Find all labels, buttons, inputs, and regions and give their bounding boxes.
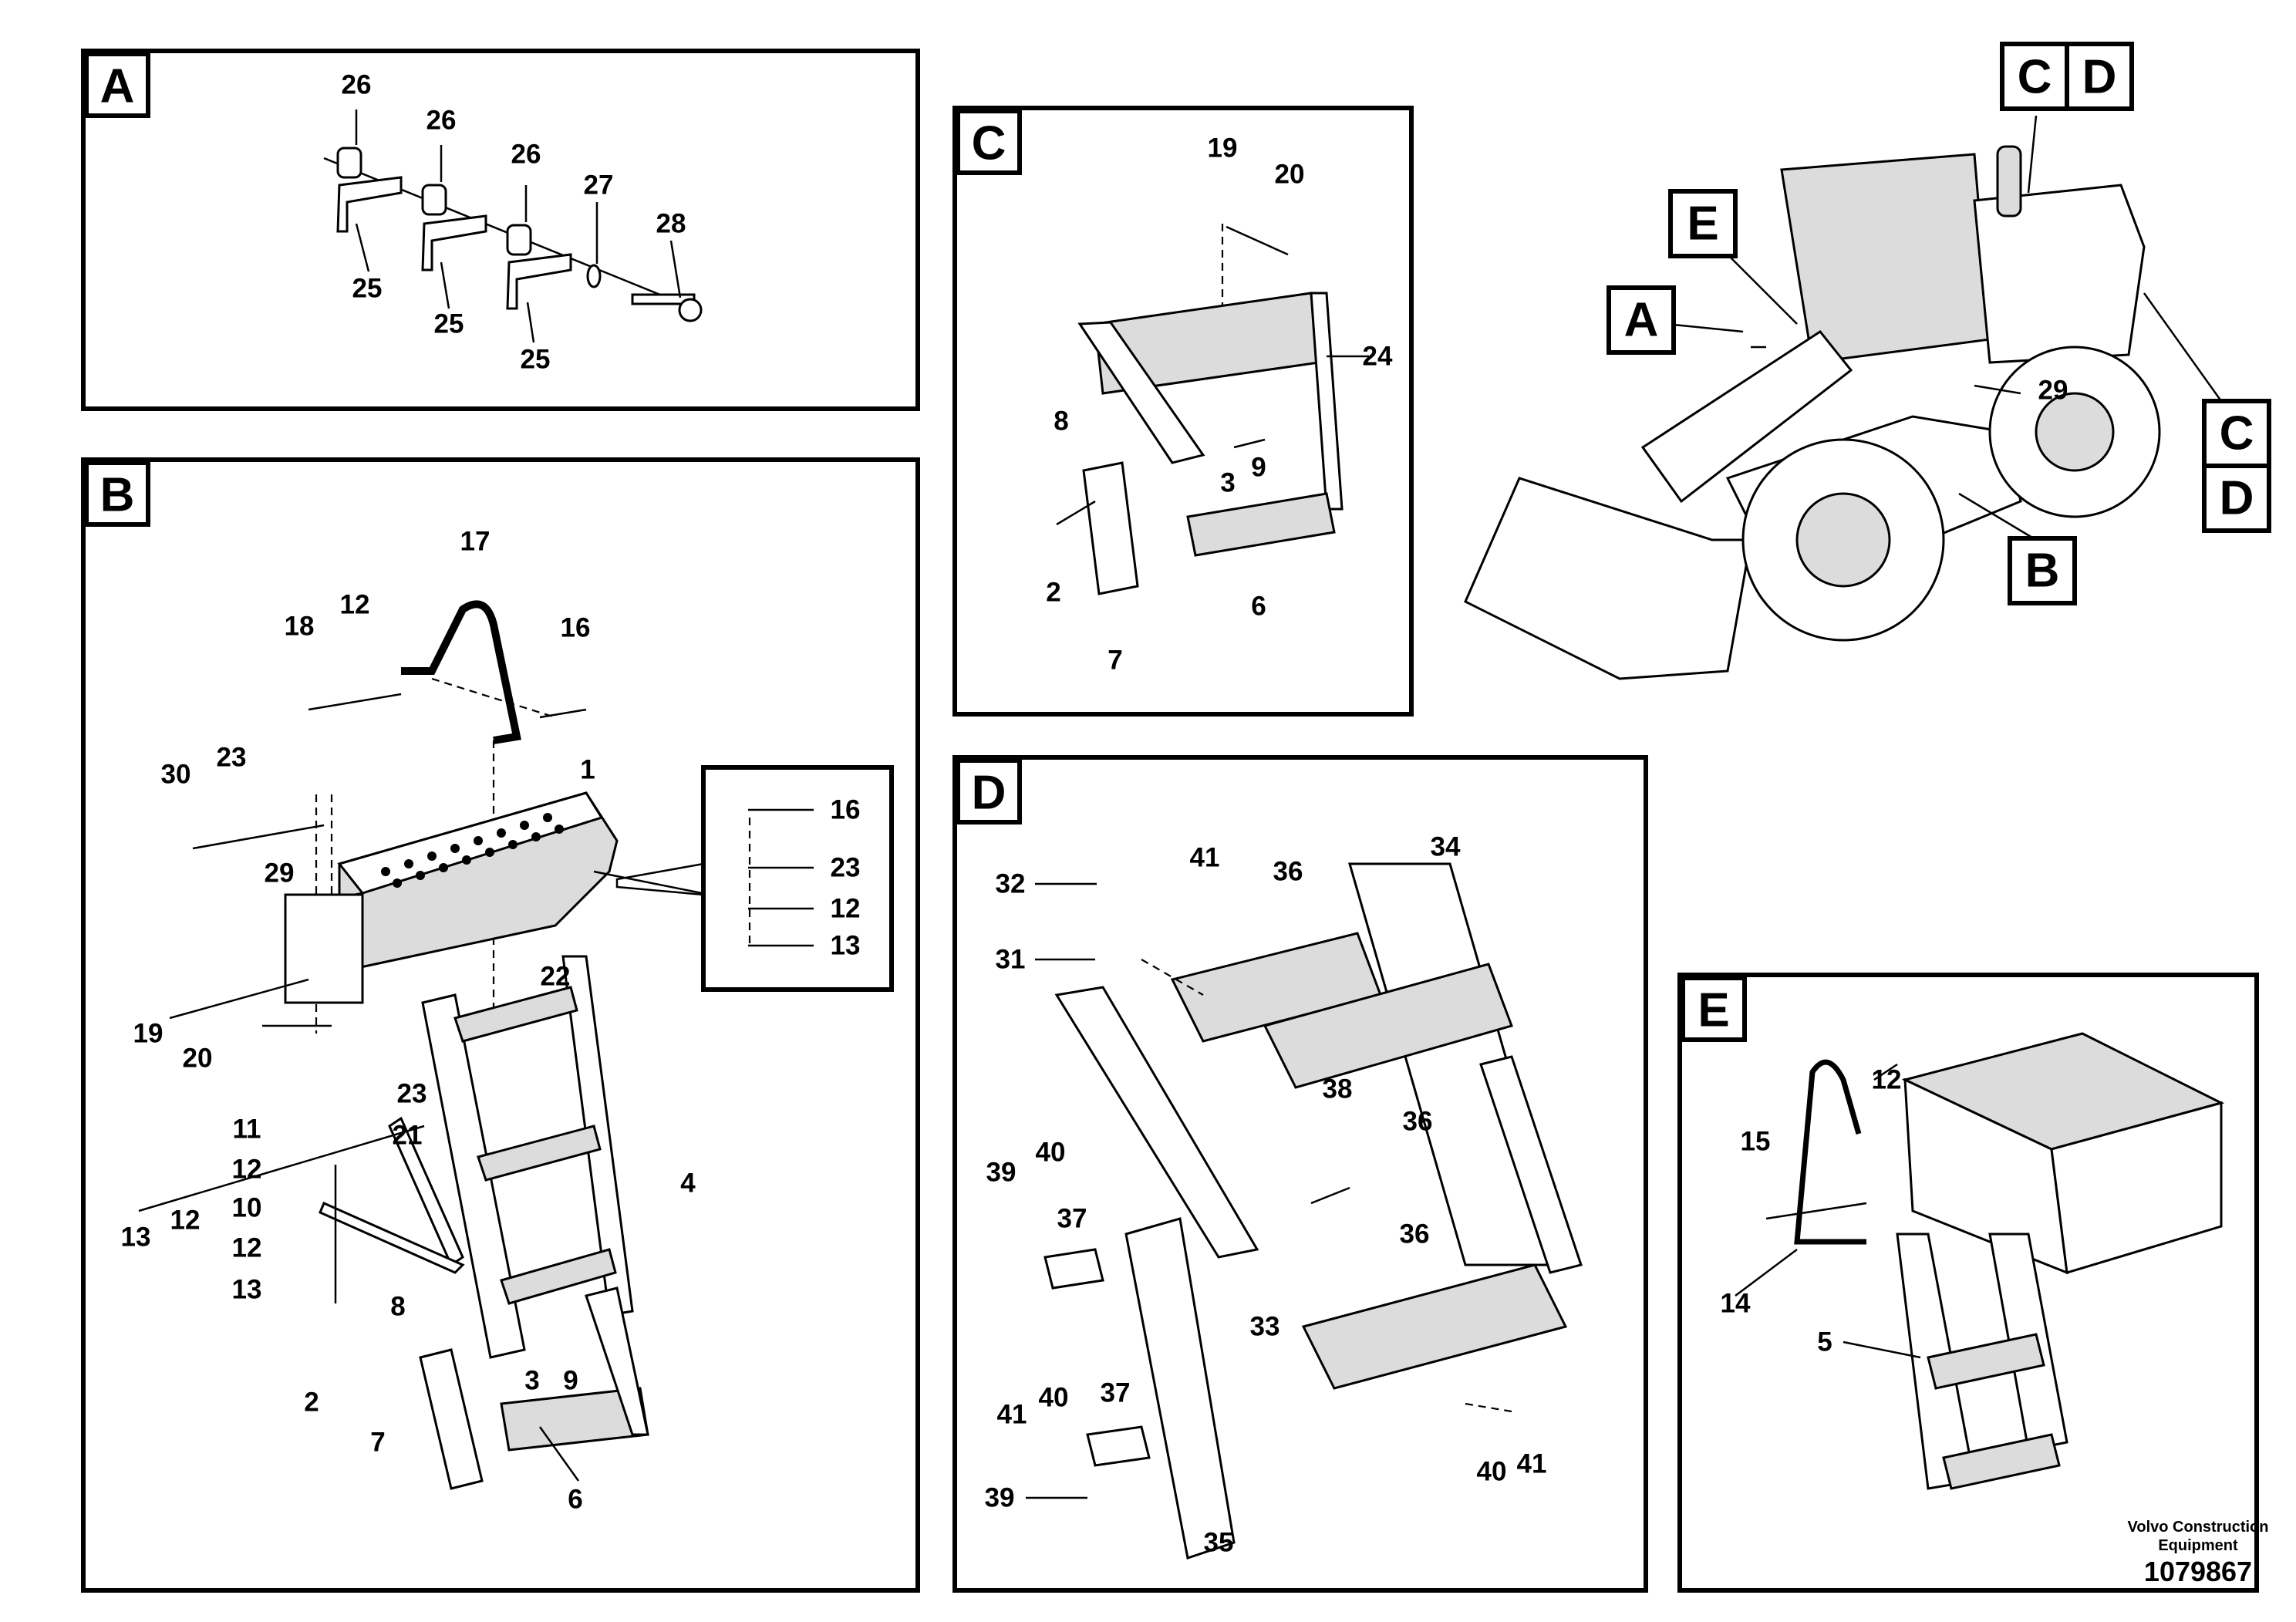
callout-e-5: 5 — [1817, 1327, 1832, 1357]
machine-tag-c-top: C — [2018, 51, 2052, 104]
callout-c-2: 2 — [1046, 578, 1060, 608]
company-line-1: Volvo Construction — [2128, 1519, 2269, 1536]
callout-e-12: 12 — [1872, 1065, 1902, 1095]
wheel-loader-overview — [1464, 115, 2223, 680]
view-c-tag: C — [972, 117, 1006, 170]
callout-b-18: 18 — [285, 612, 315, 642]
machine-tag-e: E — [1687, 197, 1718, 251]
machine-tag-a: A — [1624, 294, 1659, 347]
callout-d-40-c: 40 — [1477, 1457, 1507, 1487]
callout-b-8: 8 — [390, 1292, 405, 1322]
document-number: 1079867 — [2144, 1556, 2252, 1587]
callout-b-13-a: 13 — [232, 1275, 262, 1305]
callout-c-20: 20 — [1275, 160, 1305, 190]
view-d-panel: D 32 41 36 34 31 39 40 36 38 37 33 41 40… — [952, 755, 1648, 1593]
callout-d-41-b: 41 — [997, 1400, 1027, 1430]
callout-a-25-2: 25 — [434, 309, 464, 339]
view-a-tag: A — [100, 60, 135, 113]
callout-d-40-a: 40 — [1036, 1138, 1066, 1168]
callout-a-25-3: 25 — [521, 345, 551, 375]
callout-d-39-b: 39 — [985, 1483, 1015, 1513]
callout-b-detail-23: 23 — [831, 853, 861, 883]
view-b-tag: B — [100, 469, 135, 522]
callout-b-30: 30 — [161, 760, 191, 790]
callout-b-7: 7 — [370, 1428, 385, 1458]
callout-b-22: 22 — [541, 962, 571, 992]
callout-d-33: 33 — [1250, 1312, 1280, 1342]
callout-b-16: 16 — [561, 613, 591, 643]
callout-c-6: 6 — [1251, 592, 1266, 622]
callout-b-23-top: 23 — [217, 743, 247, 773]
callout-b-10: 10 — [232, 1193, 262, 1223]
company-line-2: Equipment — [2158, 1537, 2238, 1554]
callout-b-12-b: 12 — [232, 1233, 262, 1263]
callout-b-9: 9 — [563, 1366, 578, 1396]
callout-b-12-a: 12 — [232, 1155, 262, 1185]
callout-b-23-mid: 23 — [397, 1079, 427, 1109]
callout-b-detail-13: 13 — [831, 931, 861, 961]
callout-d-36-b: 36 — [1403, 1107, 1433, 1137]
callout-b-detail-16: 16 — [831, 795, 861, 825]
callout-d-34: 34 — [1431, 832, 1461, 862]
callout-d-35: 35 — [1204, 1528, 1234, 1558]
callout-c-7: 7 — [1108, 646, 1122, 676]
callout-d-37-b: 37 — [1101, 1378, 1131, 1408]
callout-b-13-b: 13 — [121, 1222, 151, 1253]
callout-d-31: 31 — [996, 945, 1026, 975]
callout-b-6: 6 — [568, 1485, 582, 1515]
callout-b-20: 20 — [183, 1044, 213, 1074]
callout-d-37-a: 37 — [1057, 1204, 1087, 1234]
callout-b-17: 17 — [460, 527, 491, 557]
callout-b-12-c: 12 — [170, 1206, 201, 1236]
callout-c-8: 8 — [1054, 406, 1068, 437]
callout-d-41-c: 41 — [1517, 1449, 1547, 1479]
callout-c-9: 9 — [1251, 453, 1266, 483]
callout-b-detail-12: 12 — [831, 894, 861, 924]
callout-d-36-a: 36 — [1273, 857, 1303, 887]
callout-b-3: 3 — [524, 1366, 539, 1396]
callout-b-19: 19 — [133, 1019, 164, 1049]
machine-tag-d-top: D — [2082, 51, 2117, 104]
view-e-panel: E 12 15 14 5 Volvo Construction Equipmen… — [1677, 973, 2269, 1593]
callout-b-2: 2 — [304, 1388, 319, 1418]
view-a-panel: A 26 26 26 27 28 25 25 25 — [81, 49, 920, 411]
machine-tag-c-right: C — [2220, 407, 2254, 460]
callout-b-4: 4 — [680, 1168, 696, 1199]
callout-c-24: 24 — [1363, 342, 1393, 372]
callout-e-14: 14 — [1721, 1289, 1751, 1319]
callout-c-19: 19 — [1208, 133, 1238, 164]
machine-part-29: 29 — [2038, 376, 2068, 406]
callout-d-39-a: 39 — [986, 1158, 1017, 1188]
callout-b-11: 11 — [233, 1114, 261, 1145]
callout-b-1: 1 — [580, 755, 595, 785]
perforated-tread-pattern — [381, 813, 564, 888]
callout-d-38: 38 — [1323, 1074, 1353, 1104]
machine-tag-b: B — [2025, 545, 2060, 598]
view-c-panel: C 19 20 24 8 3 9 2 7 6 — [952, 106, 1414, 717]
callout-c-3: 3 — [1220, 468, 1235, 498]
callout-b-29: 29 — [265, 858, 295, 889]
callout-b-21: 21 — [393, 1121, 423, 1151]
callout-d-41-a: 41 — [1190, 843, 1220, 873]
callout-d-40-b: 40 — [1039, 1383, 1069, 1413]
callout-a-26-2: 26 — [426, 106, 457, 136]
callout-a-28: 28 — [656, 209, 686, 239]
view-e-tag: E — [1698, 984, 1729, 1037]
view-b-panel: B — [81, 457, 920, 1593]
callout-b-12-top: 12 — [340, 590, 370, 620]
callout-a-26-1: 26 — [342, 70, 372, 100]
view-d-tag: D — [972, 767, 1006, 820]
machine-callouts: C D E A C D B 29 — [1607, 42, 2271, 605]
machine-tag-d-right: D — [2220, 472, 2254, 525]
callout-e-15: 15 — [1741, 1127, 1771, 1157]
callout-a-26-3: 26 — [511, 140, 541, 170]
callout-d-36-c: 36 — [1400, 1219, 1430, 1249]
callout-d-32: 32 — [996, 869, 1026, 899]
callout-a-27: 27 — [584, 170, 614, 201]
callout-a-25-1: 25 — [352, 274, 383, 304]
